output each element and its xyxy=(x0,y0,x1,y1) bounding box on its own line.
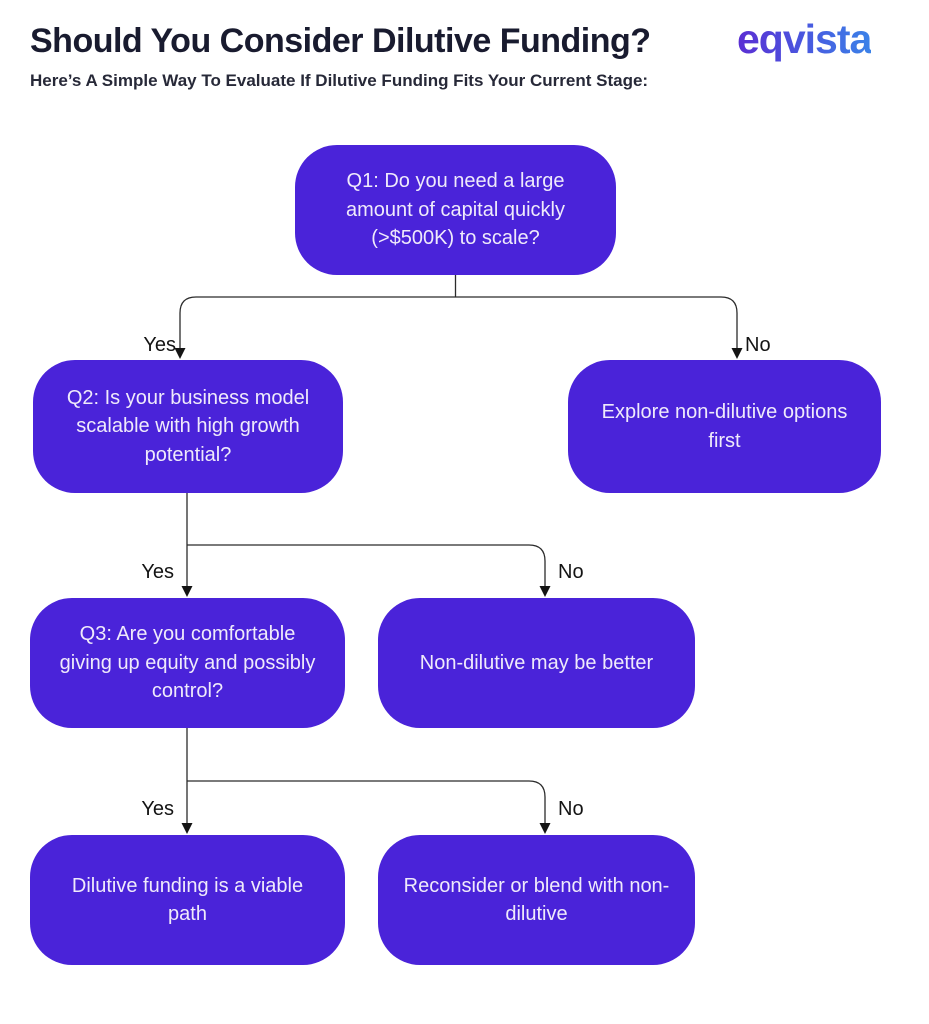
arrowhead-q1-no xyxy=(731,348,743,359)
flow-node-explore-non-dilutive: Explore non-dilutive options first xyxy=(568,360,881,493)
flow-node-q3: Q3: Are you comfortable giving up equity… xyxy=(30,598,345,728)
edge-label-q1-no: No xyxy=(745,334,771,356)
edge-label-q2-yes: Yes xyxy=(141,561,174,583)
arrowhead-q2-yes xyxy=(181,586,193,597)
eqvista-logo: eqvista xyxy=(737,16,872,62)
edge-label-q2-no: No xyxy=(558,561,584,583)
flow-node-q2: Q2: Is your business model scalable with… xyxy=(33,360,343,493)
page-subtitle: Here’s A Simple Way To Evaluate If Dilut… xyxy=(30,71,649,90)
page-title: Should You Consider Dilutive Funding? xyxy=(30,22,651,60)
edge-label-q3-no: No xyxy=(558,798,584,820)
edge-label-q1-yes: Yes xyxy=(143,334,176,356)
arrowhead-q3-yes xyxy=(181,823,193,834)
edge-label-q3-yes: Yes xyxy=(141,798,174,820)
flow-node-dilutive-viable: Dilutive funding is a viable path xyxy=(30,835,345,965)
flow-node-reconsider-blend: Reconsider or blend with non-dilutive xyxy=(378,835,695,965)
arrowhead-q3-no xyxy=(539,823,551,834)
flow-node-non-dilutive-better: Non-dilutive may be better xyxy=(378,598,695,728)
flow-node-q1: Q1: Do you need a large amount of capita… xyxy=(295,145,616,275)
arrowhead-q2-no xyxy=(539,586,551,597)
arrowhead-q1-yes xyxy=(174,348,186,359)
